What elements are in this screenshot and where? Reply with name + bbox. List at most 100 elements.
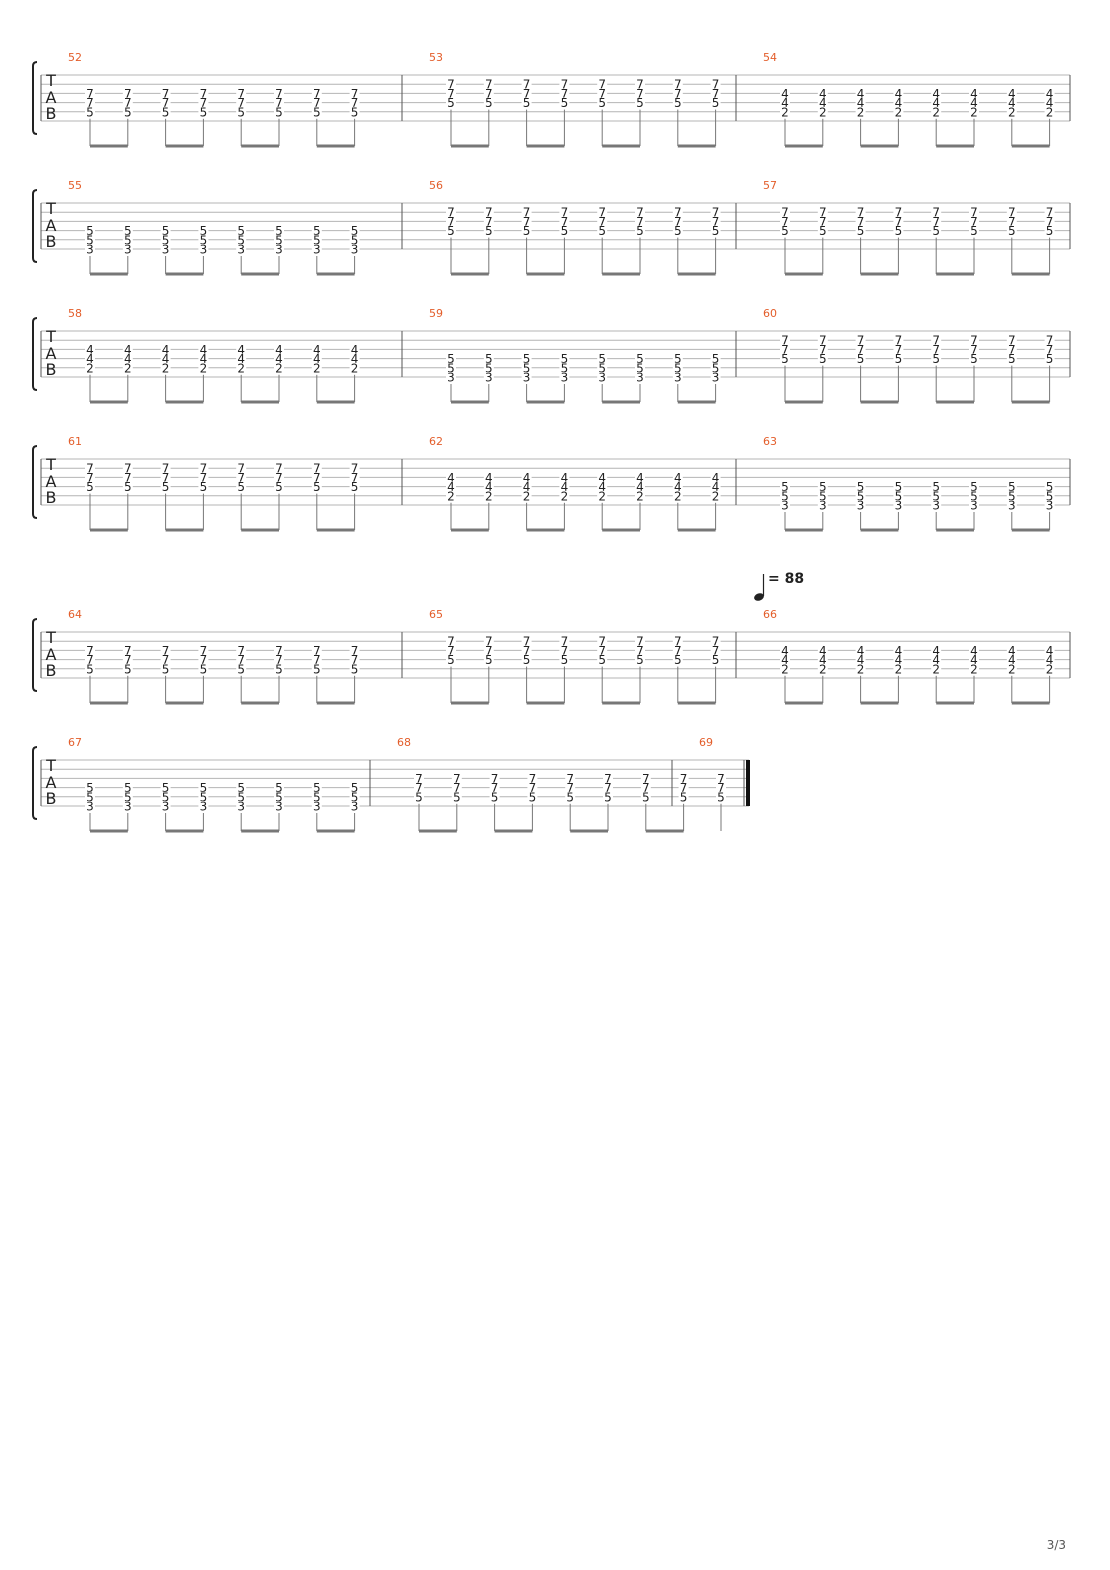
- fret-bg: [710, 481, 721, 492]
- fret-bg: [446, 636, 456, 647]
- fret-number: 7: [1046, 334, 1054, 348]
- fret-number: 7: [674, 635, 682, 649]
- fret-number: 2: [819, 105, 827, 119]
- fret-bg: [122, 362, 133, 373]
- fret-bg: [893, 207, 904, 218]
- fret-bg: [893, 353, 904, 364]
- measure-number: 69: [699, 736, 713, 749]
- fret-number: 7: [351, 644, 359, 658]
- fret-number: 5: [485, 96, 493, 110]
- tab-clef-letter: A: [46, 645, 57, 664]
- fret-number: 5: [447, 352, 455, 366]
- fret-number: 5: [1046, 480, 1054, 494]
- fret-bg: [893, 645, 904, 656]
- fret-bg: [311, 472, 322, 483]
- system-bracket: [32, 61, 38, 135]
- fret-bg: [236, 782, 247, 793]
- fret-bg: [893, 106, 904, 117]
- fret-number: 4: [1046, 87, 1054, 101]
- fret-number: 7: [1046, 215, 1054, 229]
- fret-number: 3: [712, 371, 720, 385]
- fret-number: 5: [674, 224, 682, 238]
- fret-number: 5: [313, 480, 321, 494]
- fret-number: 7: [781, 334, 789, 348]
- fret-number: 7: [485, 215, 493, 229]
- fret-number: 7: [275, 644, 283, 658]
- fret-number: 5: [237, 781, 245, 795]
- fret-number: 4: [523, 471, 531, 485]
- fret-bg: [236, 791, 247, 802]
- fret-bg: [780, 207, 790, 218]
- fret-number: 2: [781, 105, 789, 119]
- fret-bg: [710, 353, 721, 364]
- fret-number: 4: [237, 343, 245, 357]
- fret-number: 2: [895, 662, 903, 676]
- fret-number: 7: [598, 215, 606, 229]
- fret-bg: [672, 372, 683, 382]
- fret-number: 7: [453, 781, 461, 795]
- measure-number: 64: [68, 608, 82, 621]
- fret-number: 7: [447, 635, 455, 649]
- fret-number: 7: [636, 87, 644, 101]
- fret-bg: [198, 97, 209, 108]
- fret-number: 3: [819, 499, 827, 513]
- fret-number: 7: [86, 462, 94, 476]
- fret-number: 3: [313, 243, 321, 257]
- fret-number: 4: [598, 480, 606, 494]
- fret-bg: [817, 335, 828, 346]
- fret-number: 5: [674, 653, 682, 667]
- fret-bg: [236, 645, 247, 656]
- fret-number: 5: [200, 224, 208, 238]
- fret-number: 7: [237, 87, 245, 101]
- fret-bg: [521, 490, 532, 501]
- fret-bg: [85, 472, 95, 483]
- fret-number: 7: [598, 635, 606, 649]
- fret-bg: [893, 663, 904, 674]
- fret-bg: [160, 481, 171, 492]
- fret-bg: [311, 244, 322, 254]
- fret-number: 4: [895, 644, 903, 658]
- fret-number: 5: [86, 480, 94, 494]
- fret-number: 2: [1008, 662, 1016, 676]
- fret-number: 4: [895, 87, 903, 101]
- fret-number: 7: [523, 206, 531, 220]
- fret-bg: [635, 353, 645, 364]
- fret-bg: [198, 654, 209, 665]
- fret-number: 5: [124, 224, 132, 238]
- fret-bg: [521, 225, 532, 236]
- tab-clef-letter: B: [46, 789, 57, 808]
- fret-bg: [559, 97, 570, 108]
- fret-bg: [446, 472, 456, 483]
- tab-clef-letter: A: [46, 88, 57, 107]
- fret-number: 4: [970, 644, 978, 658]
- fret-bg: [780, 106, 790, 117]
- fret-bg: [198, 234, 209, 245]
- fret-bg: [122, 225, 133, 236]
- fret-bg: [85, 97, 95, 108]
- fret-bg: [521, 372, 532, 382]
- fret-number: 5: [1008, 224, 1016, 238]
- fret-number: 7: [932, 334, 940, 348]
- fret-bg: [489, 773, 500, 784]
- fret-number: 7: [485, 87, 493, 101]
- fret-number: 5: [523, 224, 531, 238]
- fret-number: 7: [485, 635, 493, 649]
- fret-number: 4: [1008, 653, 1016, 667]
- fret-bg: [274, 801, 284, 811]
- fret-bg: [521, 645, 532, 656]
- fret-number: 5: [1046, 224, 1054, 238]
- fret-bg: [85, 362, 95, 373]
- fret-bg: [559, 490, 570, 501]
- fret-bg: [931, 353, 942, 364]
- fret-bg: [678, 773, 689, 784]
- fret-number: 4: [1046, 644, 1054, 658]
- fret-bg: [565, 773, 576, 784]
- fret-number: 7: [485, 206, 493, 220]
- fret-bg: [559, 362, 570, 373]
- fret-number: 2: [712, 489, 720, 503]
- fret-number: 7: [561, 87, 569, 101]
- fret-number: 7: [566, 781, 574, 795]
- fret-bg: [236, 472, 247, 483]
- fret-number: 4: [781, 644, 789, 658]
- fret-number: 7: [598, 78, 606, 92]
